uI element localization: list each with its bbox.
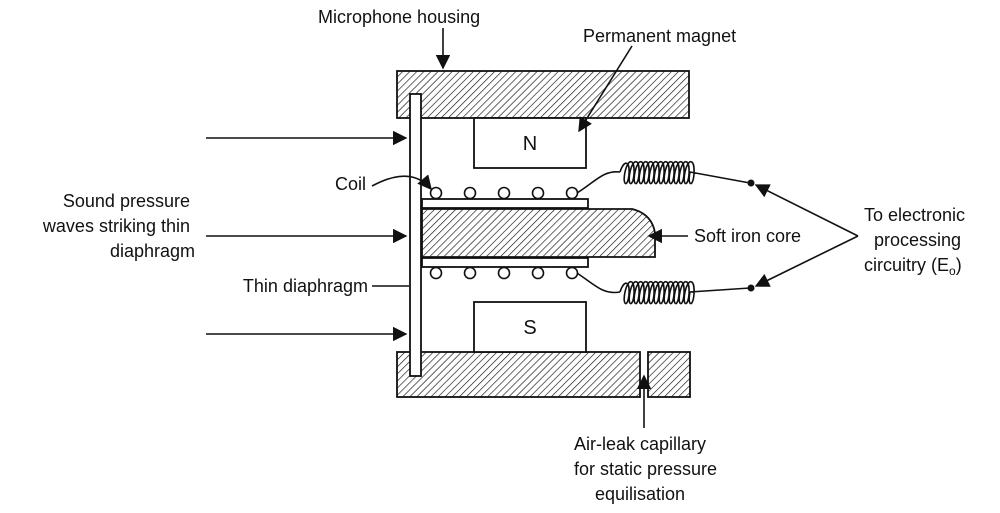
air-leak-label: Air-leak capillary for static pressure e…: [574, 434, 722, 504]
terminal-bottom: [747, 284, 755, 292]
electronic-circuitry-label: To electronic processing circuitry (Eo): [864, 205, 970, 278]
coil-lead-bottom: [576, 272, 621, 294]
housing-bottom-right: [647, 351, 691, 398]
coil-former-top: [421, 198, 589, 209]
microphone-housing-label: Microphone housing: [318, 7, 480, 27]
terminal-top: [747, 179, 755, 187]
circuitry-leader-bottom: [754, 235, 859, 287]
circuitry-leader-top: [754, 184, 859, 237]
coil-lead-top-spring: [619, 160, 751, 185]
magnet-north: [473, 117, 587, 169]
thin-diaphragm: [409, 93, 422, 377]
housing-top: [396, 70, 690, 119]
coil-former-bottom: [421, 257, 589, 268]
coil-lead-top: [576, 171, 621, 194]
permanent-magnet-label: Permanent magnet: [583, 26, 736, 46]
housing-bottom-left: [396, 351, 641, 398]
north-pole-label: N: [523, 133, 537, 155]
south-pole-label: S: [523, 317, 536, 339]
magnet-south: [473, 301, 587, 353]
coil-label: Coil: [335, 174, 366, 194]
coil-leader: [371, 174, 432, 191]
magnet-leader: [578, 45, 633, 133]
soft-iron-core: [421, 208, 656, 258]
thin-diaphragm-label: Thin diaphragm: [243, 276, 368, 296]
coil-lead-bottom-spring: [619, 280, 751, 305]
sound-waves-label: Sound pressure waves striking thin diaph…: [42, 191, 195, 261]
soft-iron-core-label: Soft iron core: [694, 226, 801, 246]
